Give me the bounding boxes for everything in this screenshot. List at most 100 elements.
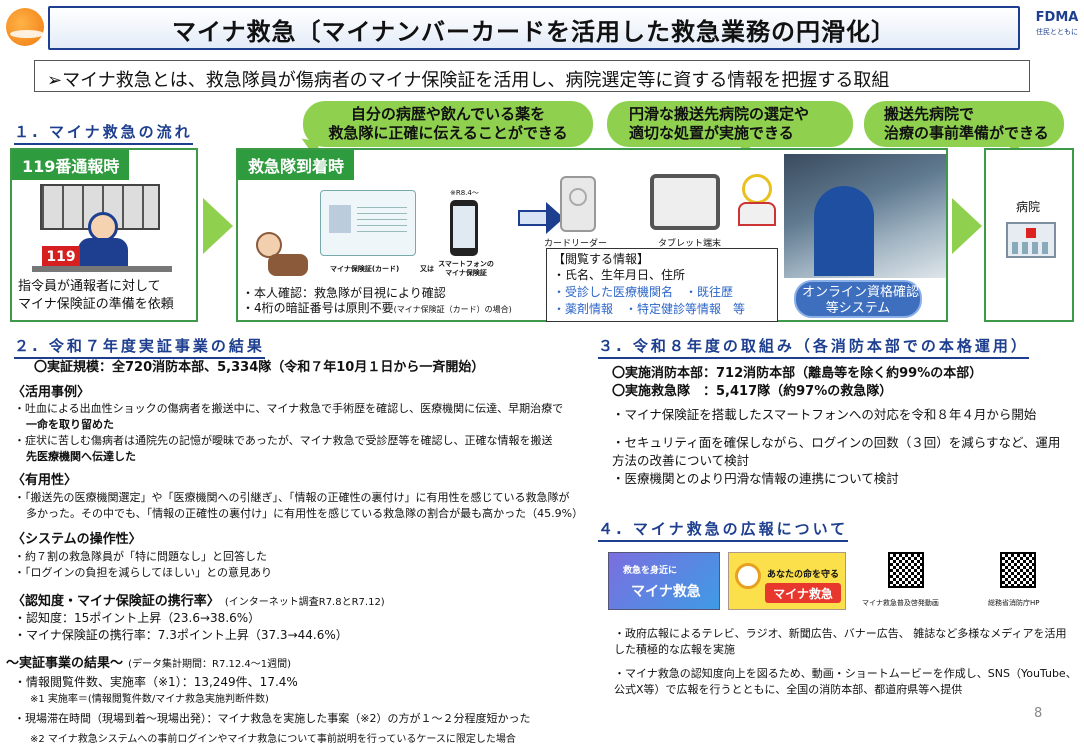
pr-bullet-1b: した積極的な広報を実施	[614, 643, 735, 656]
hospital-label: 病院	[1016, 200, 1041, 214]
ops-line-2: ・「ログインの負担を減らしてほしい」との意見あり	[14, 566, 273, 579]
pr-bullets: ・政府広報によるテレビ、ラジオ、新聞広告、バナー広告、 雑誌など多様なメディアを…	[614, 626, 1077, 698]
fdma-logo-sub: 住民とともに	[1036, 28, 1078, 36]
case-line-3: ・症状に苦しむ傷病者は通院先の記憶が曖昧であったが、マイナ救急で受診歴等を確認し…	[14, 434, 553, 447]
banner-1: 救急を身近に マイナ救急	[608, 552, 720, 610]
aware-line-1: ・認知度：15ポイント上昇（23.6→38.6%）	[14, 611, 261, 625]
card-label: マイナ保険証(カード)	[330, 265, 400, 273]
section1-heading: １. マイナ救急の流れ	[14, 121, 193, 145]
confirm-line-3: (マイナ保険証（カード）の場合)	[393, 305, 512, 314]
info-line-1: ・氏名、生年月日、住所	[553, 268, 686, 282]
info-title: 【閲覧する情報】	[553, 252, 650, 266]
section3-heading: ３. 令和８年度の取組み（各消防本部での本格運用）	[598, 335, 1029, 359]
page-number: 8	[1034, 706, 1043, 721]
call-text-line-1: 指令員が通報者に対して	[18, 279, 161, 294]
section2-heading: ２. 令和７年度実証事業の結果	[14, 335, 265, 359]
aware-line-2: ・マイナ保険証の携行率：7.3ポイント上昇（37.3→44.6%）	[14, 628, 348, 642]
desk	[32, 266, 172, 272]
result-line-1-note: ※1 実施率＝(情報閲覧件数/マイナ救急実施判断件数)	[30, 694, 269, 705]
benefit-bubble-2: 円滑な搬送先病院の選定や 適切な処置が実施できる	[607, 101, 853, 147]
reader-label: カードリーダー	[544, 239, 608, 249]
paramedic-icon	[742, 174, 772, 204]
banner-2: あなたの命を守る マイナ救急	[728, 552, 846, 610]
panel-119-call: 119番通報時 119 指令員が通報者に対して マイナ保険証の準備を依頼	[10, 148, 198, 322]
useful-line-1: ・「搬送先の医療機関選定」や「医療機関への引継ぎ」、「情報の正確性の裏付け」に有…	[14, 491, 570, 504]
case-list: ・吐血による出血性ショックの傷病者を搬送中に、マイナ救急で手術歴を確認し、医療機…	[14, 401, 563, 465]
card-or: 又は	[420, 265, 434, 273]
call-text-line-2: マイナ保険証の準備を依頼	[18, 297, 174, 312]
card-note: ※R8.4～	[450, 189, 479, 197]
result-head-row: 〜実証事業の結果〜 (データ集計期間：R7.12.4〜1週間)	[6, 652, 291, 671]
result-line-2-note: ※2 マイナ救急システムへの事前ログインやマイナ救急について事前説明を行っている…	[30, 734, 516, 745]
result-note: (データ集計期間：R7.12.4〜1週間)	[128, 659, 292, 670]
useful-list: ・「搬送先の医療機関選定」や「医療機関への引継ぎ」、「情報の正確性の裏付け」に有…	[14, 490, 583, 522]
scale-line: 〇実証規模：全720消防本部、5,334隊（令和７年10月１日から一斉開始）	[34, 360, 485, 375]
pr-bullet-1: ・政府広報によるテレビ、ラジオ、新聞広告、バナー広告、 雑誌など多様なメディアを…	[614, 627, 1067, 640]
benefit-bubble-3-text: 搬送先病院で 治療の事前準備ができる	[884, 105, 1049, 142]
paramedic-body	[738, 202, 776, 226]
case-line-2: 一命を取り留めた	[26, 418, 114, 431]
ops-line-1: ・約７割の救急隊員が「特に問題なし」と回答した	[14, 550, 267, 563]
confirm-box: ・本人確認：救急隊が目視により確認 ・4桁の暗証番号は原則不要(マイナ保険証（カ…	[242, 286, 542, 317]
info-box: 【閲覧する情報】 ・氏名、生年月日、住所 ・受診した医療機関名 ・既往歴 ・薬剤…	[546, 248, 778, 322]
aware-note: (インターネット調査R7.8とR7.12)	[224, 597, 385, 608]
benefit-bubble-3: 搬送先病院で 治療の事前準備ができる	[864, 101, 1064, 147]
qr-1-label[interactable]: マイナ救急普及啓発動画	[862, 599, 939, 607]
impl-line-2: 〇実施救急隊 ：5,417隊（約97%の救急隊）	[612, 384, 893, 399]
system-label-2: 等システム	[825, 301, 891, 316]
dispatcher-body	[78, 238, 128, 266]
hospital-windows	[1012, 242, 1050, 254]
ops-list: ・約７割の救急隊員が「特に問題なし」と回答した ・「ログインの負担を減らしてほし…	[14, 549, 272, 581]
smartphone-icon	[450, 200, 478, 256]
online-system-oval: オンライン資格確認 等システム	[794, 280, 922, 318]
qr-code-1-icon	[888, 552, 924, 588]
benefit-bubble-1: 自分の病歴や飲んでいる薬を 救急隊に正確に伝えることができる	[303, 101, 593, 147]
sun-logo-icon	[6, 8, 44, 46]
panel-hospital: 病院	[984, 148, 1074, 322]
impl-bullet-2: ・セキュリティ面を確保しながら、ログインの回数（３回）を減らすなど、運用	[612, 435, 1061, 450]
call-tag: 119番通報時	[12, 150, 130, 180]
insurance-card	[320, 190, 416, 256]
flow-arrow-1	[203, 198, 233, 254]
phone-label-2: マイナ保険証	[445, 269, 487, 277]
case-line-1: ・吐血による出血性ショックの傷病者を搬送中に、マイナ救急で手術歴を確認し、医療機…	[14, 402, 564, 415]
hospital-cross	[1026, 228, 1036, 238]
reader-arrow-icon	[518, 210, 548, 226]
hospital-icon	[1006, 222, 1056, 258]
case-head: 〈活用事例〉	[12, 385, 91, 400]
banner-2-sub: あなたの命を守る	[767, 570, 840, 580]
impl-line-1: 〇実施消防本部：712消防本部（離島等を除く約99%の本部）	[612, 366, 983, 381]
flow-arrow-2	[952, 198, 982, 254]
paramedic-photo-figure	[814, 186, 874, 276]
section4-heading: ４. マイナ救急の広報について	[598, 518, 849, 542]
card-lines	[357, 207, 407, 233]
banner-2-mascot-icon	[735, 563, 761, 589]
arrive-tag: 救急隊到着時	[238, 150, 355, 180]
system-label-1: オンライン資格確認	[802, 285, 920, 300]
qr-2-label[interactable]: 総務省消防庁HP	[988, 599, 1040, 607]
banner-2-title-box: マイナ救急	[765, 583, 841, 603]
dispatcher-icon	[88, 212, 118, 242]
qr-code-2-icon	[1000, 552, 1036, 588]
pr-bullet-2: ・マイナ救急の認知度向上を図るため、動画・ショートムービーを作成し、SNS（Yo…	[614, 667, 1077, 680]
definition-text: ➢マイナ救急とは、救急隊員が傷病者のマイナ保険証を活用し、病院選定等に資する情報…	[47, 70, 890, 91]
reader-arrow-head	[546, 202, 564, 234]
useful-head: 〈有用性〉	[12, 473, 78, 488]
fdma-logo-text: FDMA	[1035, 10, 1079, 25]
impl-bullet-1: ・マイナ保険証を搭載したスマートフォンへの対応を令和８年４月から開始	[612, 407, 1037, 422]
aware-head: 〈認知度・マイナ保険証の携行率〉	[12, 594, 220, 609]
fdma-logo: FDMA 住民とともに	[1034, 10, 1080, 50]
call-sign: 119	[46, 249, 76, 265]
benefit-bubble-2-text: 円滑な搬送先病院の選定や 適切な処置が実施できる	[629, 105, 810, 142]
page-title: マイナ救急〔マイナンバーカードを活用した救急業務の円滑化〕	[171, 18, 897, 46]
impl-bullet-2b: 方法の改善について検討	[612, 453, 750, 468]
phone-label-1: スマートフォンの	[438, 260, 494, 268]
sun-logo-swoosh	[10, 30, 44, 38]
result-line-2: ・現場滞在時間（現場到着〜現場出発）：マイナ救急を実施した事案（※2）の方が１〜…	[14, 712, 531, 725]
smartphone-screen	[453, 206, 475, 248]
impl-bullets: ・マイナ保険証を搭載したスマートフォンへの対応を令和８年４月から開始 ・セキュリ…	[612, 406, 1060, 488]
confirm-line-2: ・4桁の暗証番号は原則不要	[242, 301, 394, 315]
info-line-3: ・薬剤情報 ・特定健診等情報 等	[553, 302, 746, 316]
confirm-line-1: ・本人確認：救急隊が目視により確認	[242, 286, 446, 300]
title-bar: マイナ救急〔マイナンバーカードを活用した救急業務の円滑化〕	[48, 6, 1020, 50]
